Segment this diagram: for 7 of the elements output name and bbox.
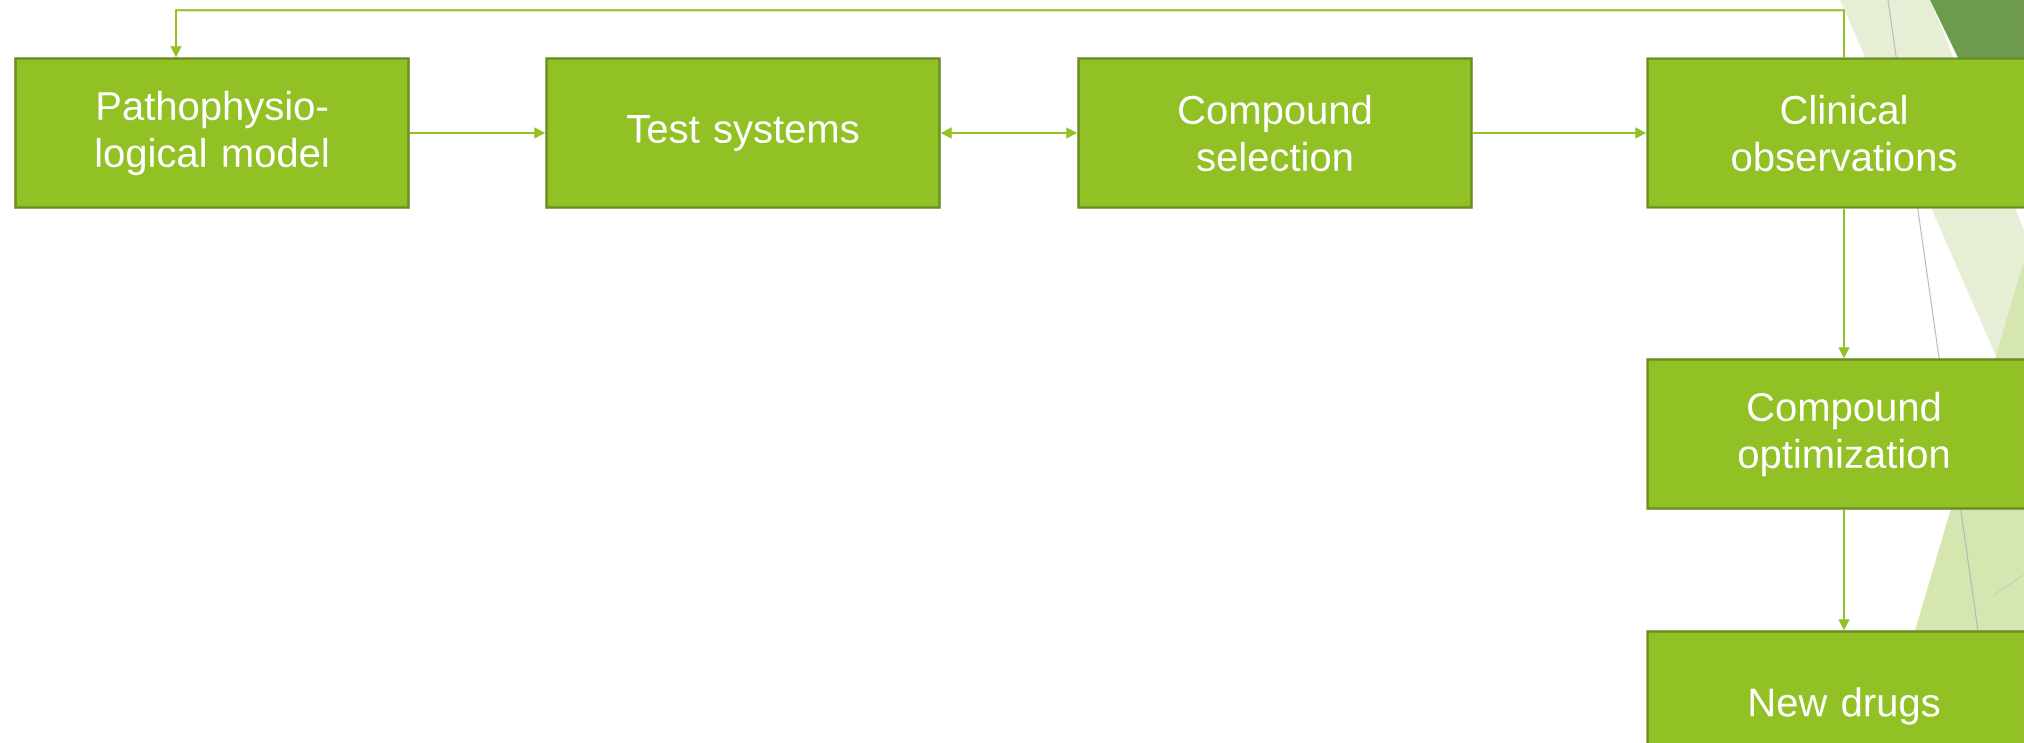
process-box: Compound optimization (1646, 358, 2024, 510)
process-box: New drugs (1646, 630, 2024, 743)
process-box: Test systems (545, 57, 941, 209)
process-box: Compound selection (1077, 57, 1473, 209)
arrow (170, 9, 1845, 59)
process-box: Pathophysio- logical model (14, 57, 410, 209)
process-box: Clinical observations (1646, 57, 2024, 209)
